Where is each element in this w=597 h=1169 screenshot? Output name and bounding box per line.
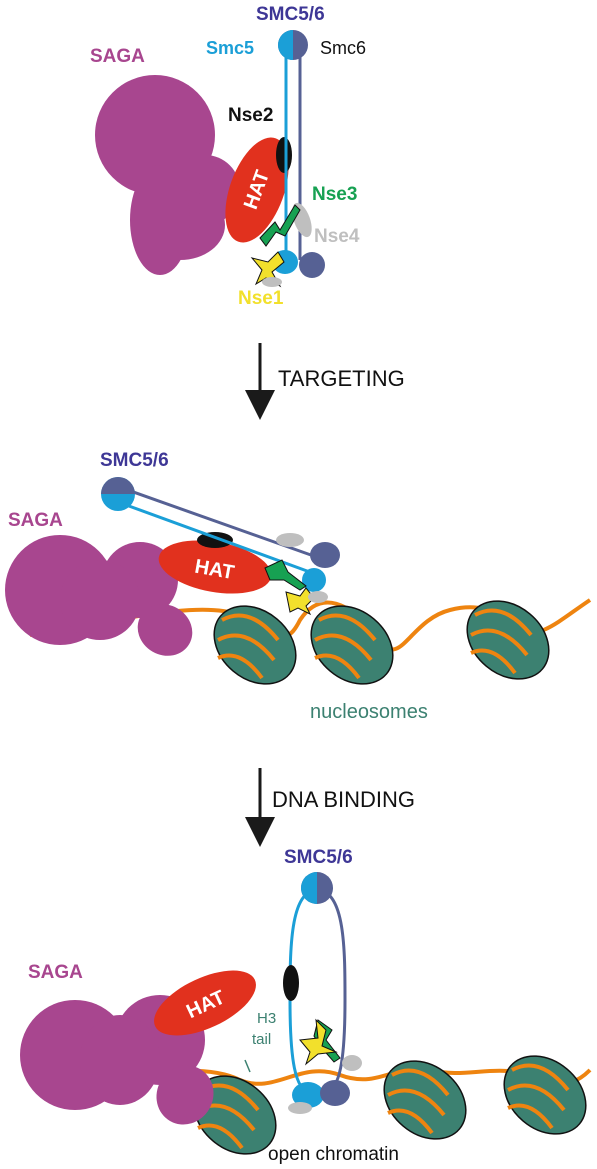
- hat-3: HAT: [154, 970, 256, 1036]
- smc-arms-2: [101, 477, 340, 592]
- nucleosome-2c: [466, 600, 550, 680]
- saga-complex-1: [95, 75, 240, 275]
- nse3-1: [259, 204, 301, 247]
- arrow-dna-binding: DNA BINDING: [245, 768, 415, 847]
- arrow-targeting: TARGETING: [245, 343, 405, 420]
- nucleosome-3a: [193, 1075, 277, 1155]
- smc-arms-1: [272, 30, 325, 278]
- smc56-label-3: SMC5/6: [284, 847, 353, 868]
- nucleosome-3c: [503, 1055, 587, 1135]
- smc6-label: Smc6: [320, 38, 366, 58]
- smc-ring-3: [288, 872, 350, 1108]
- hat-2: HAT: [158, 540, 272, 594]
- h3-label: H3: [257, 1010, 276, 1027]
- saga-label-3: SAGA: [28, 962, 83, 983]
- panel-1: HAT SMC5/6 Smc5 Smc6 SAGA Nse2 Nse3 Nse4…: [90, 4, 366, 309]
- dna-binding-label: DNA BINDING: [272, 787, 415, 812]
- smc5-label: Smc5: [206, 38, 254, 58]
- open-chromatin-label: open chromatin: [268, 1144, 399, 1165]
- nse3-label: Nse3: [312, 184, 357, 205]
- nucleosomes-label: nucleosomes: [310, 701, 428, 723]
- nucleosome-2b: [310, 605, 394, 685]
- panel-3: HAT SMC5/6 SAGA H3 tail open chromatin: [20, 847, 592, 1165]
- saga-complex-2: [5, 535, 193, 656]
- saga-label-1: SAGA: [90, 46, 145, 67]
- panel-2: HAT SMC5/6 SAGA nucleosomes: [5, 450, 592, 723]
- nse1-3: [299, 1018, 338, 1066]
- tail-label: tail: [252, 1031, 271, 1048]
- nse2-1: [276, 137, 292, 173]
- saga-complex-3: [20, 995, 214, 1125]
- saga-label-2: SAGA: [8, 510, 63, 531]
- targeting-label: TARGETING: [278, 366, 405, 391]
- nse4-label: Nse4: [314, 226, 360, 247]
- nucleosome-2a: [213, 605, 297, 685]
- nse2-label: Nse2: [228, 105, 273, 126]
- nse1-2: [285, 587, 315, 616]
- nse1-label: Nse1: [238, 288, 284, 309]
- smc56-label-1: SMC5/6: [256, 4, 325, 25]
- nucleosome-3b: [383, 1060, 467, 1140]
- smc56-label-2: SMC5/6: [100, 450, 169, 471]
- nse3-2: [264, 559, 307, 591]
- hat-1: HAT: [225, 137, 289, 243]
